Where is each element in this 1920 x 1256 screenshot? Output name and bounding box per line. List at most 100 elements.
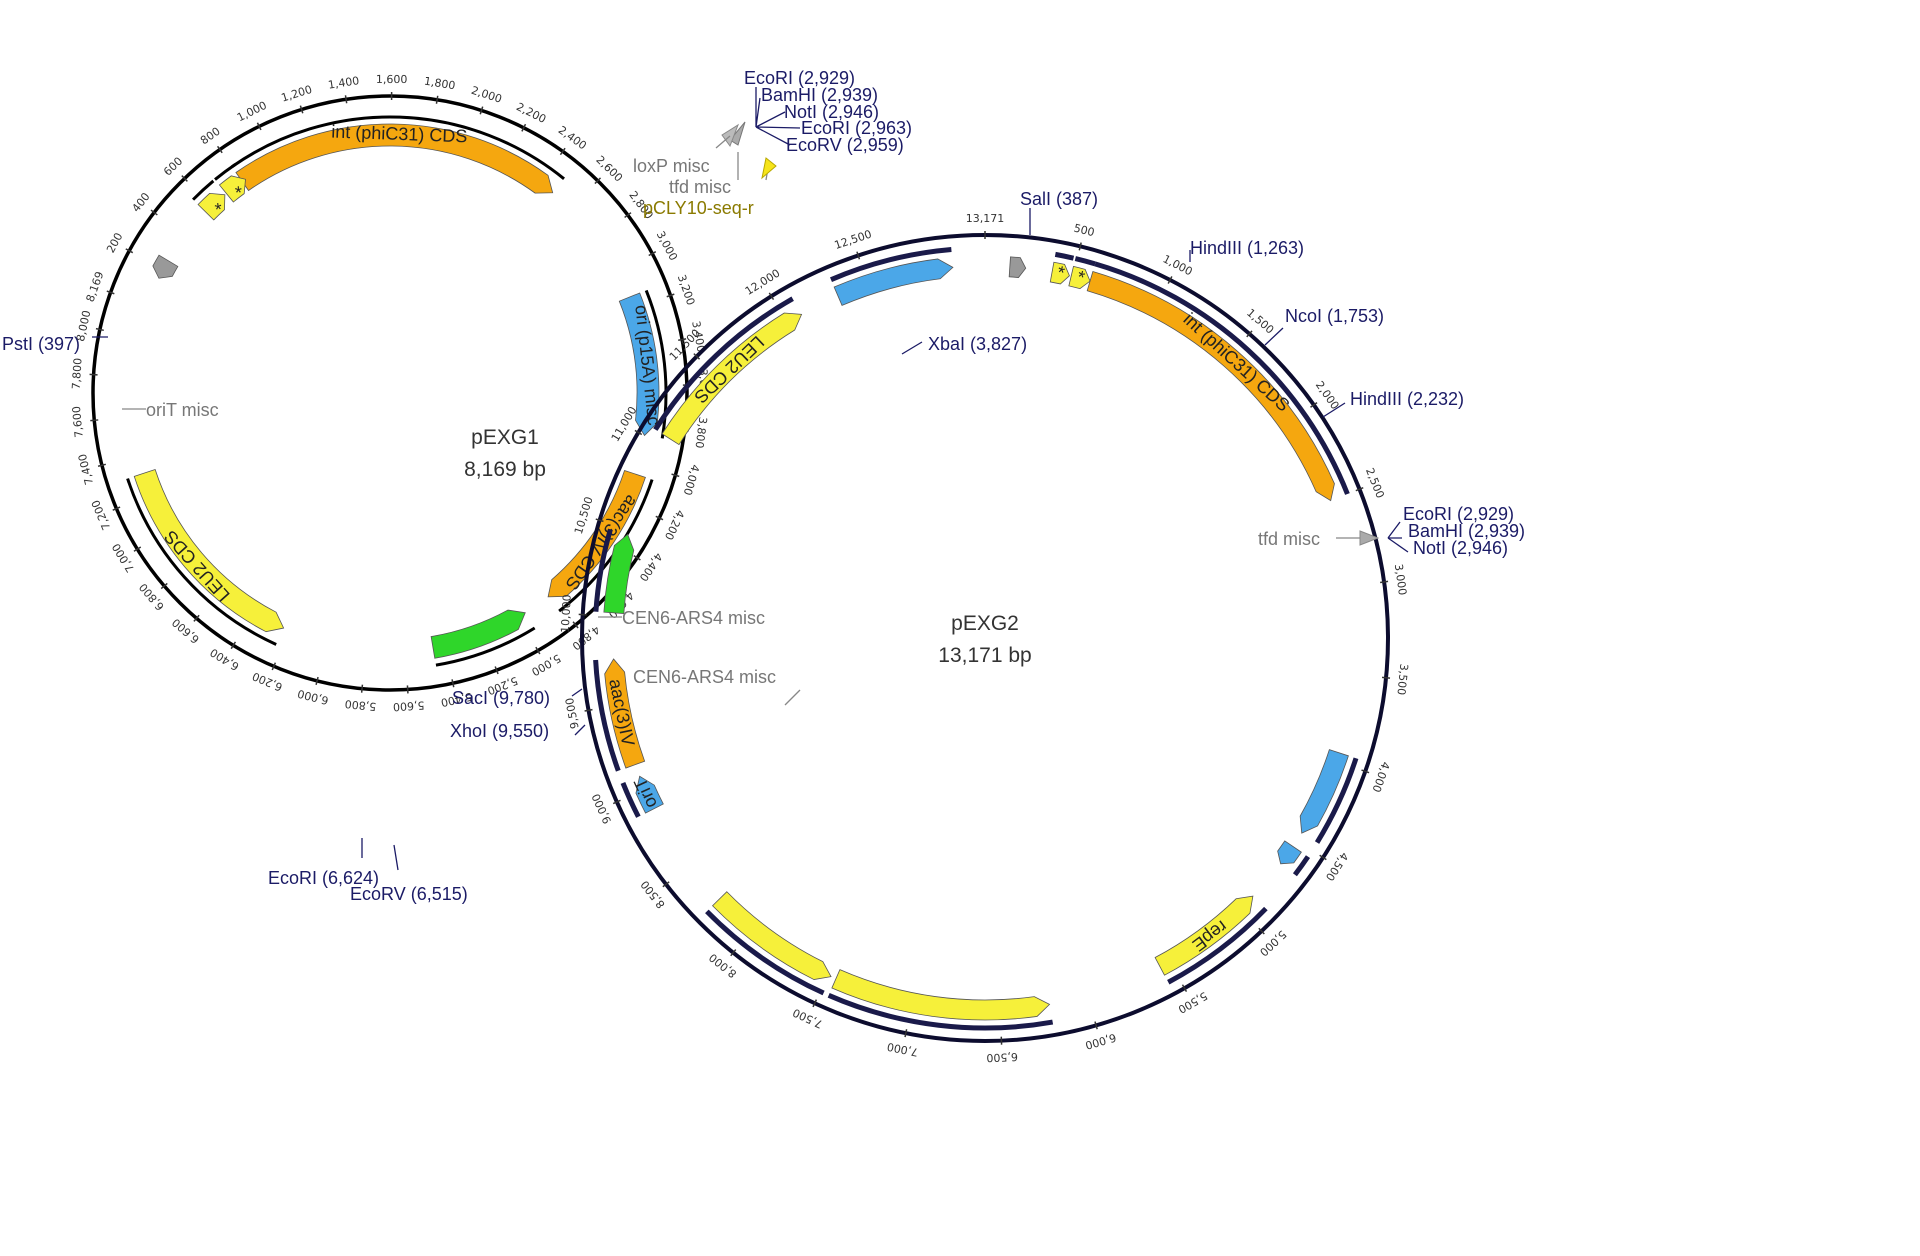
ruler-tick xyxy=(624,212,632,219)
ruler-tick-label: 6,000 xyxy=(296,687,330,707)
plasmid-map-pexg2: 5001,0001,5002,0002,5003,0003,5004,0004,… xyxy=(450,189,1525,1064)
ruler-tick-label: 500 xyxy=(1072,222,1095,240)
ruler-tick-label: 7,600 xyxy=(70,406,86,439)
ruler-tick xyxy=(95,327,104,332)
feature-track-ori-p15a-misc xyxy=(644,289,668,439)
pexg1-site-bamhi-2939: BamHI (2,939) xyxy=(761,85,878,105)
ruler-tick-label: 1,600 xyxy=(376,73,408,86)
feature-track-leu2-cds xyxy=(126,478,277,646)
pexg2-cen6-ars4-misc-label: CEN6-ARS4 misc xyxy=(622,608,765,628)
feature-leu2-cds xyxy=(133,469,285,633)
feature-track-yellow-cds-a xyxy=(827,993,1054,1031)
ruler-tick-label: 4,000 xyxy=(1370,760,1393,794)
ruler-tick xyxy=(315,676,319,685)
pexg1-site-ecorv-6515: EcoRV (6,515) xyxy=(350,884,468,904)
ruler-tick xyxy=(856,251,861,260)
ruler-tick-label: 4,000 xyxy=(681,463,702,497)
feature-track-small-feature-1 xyxy=(192,179,215,201)
ruler-tick xyxy=(1181,984,1188,993)
pexg2-site-saci-9780: SacI (9,780) xyxy=(452,688,550,708)
ruler-tick xyxy=(572,621,579,629)
ruler-tick-label: 5,500 xyxy=(1176,989,1210,1016)
feature-track-small-feature-2 xyxy=(1074,256,1096,267)
ruler-tick-label: 5,600 xyxy=(393,699,425,714)
ruler-tick-label: 7,400 xyxy=(76,452,96,486)
ruler-tick xyxy=(812,999,818,1008)
ruler-tick xyxy=(693,353,701,360)
ruler-tick xyxy=(160,582,168,590)
ruler-tick xyxy=(662,881,670,888)
ruler-tick xyxy=(634,429,643,436)
ruler-tick xyxy=(1258,927,1265,935)
ruler-tick xyxy=(360,684,364,693)
pexg1-loxp-misc-label: loxP misc xyxy=(633,156,710,176)
pexg2-site-sali-387: SalI (387) xyxy=(1020,189,1098,209)
ruler-tick xyxy=(125,248,134,254)
ruler-tick xyxy=(612,799,621,805)
ruler-tick xyxy=(133,546,142,552)
pexg1-orit-misc-label: oriT misc xyxy=(146,400,219,420)
ruler-tick xyxy=(299,105,304,114)
pexg2-site-hindiii-2232: HindIII (2,232) xyxy=(1350,389,1464,409)
feature-aac-3-iv xyxy=(604,658,646,769)
pexg1-tfd-misc-label: tfd misc xyxy=(669,177,731,197)
feature-leu2-cds xyxy=(661,312,803,446)
pexg1-cen6-leader xyxy=(784,689,801,706)
ruler-tick xyxy=(97,463,106,467)
pexg1-backbone-circle xyxy=(91,94,689,692)
ruler-tick-label: 6,000 xyxy=(1084,1031,1118,1052)
ruler-tick-label: 7,000 xyxy=(110,541,138,575)
ruler-tick xyxy=(678,338,687,342)
feature-track-misc-blue-1 xyxy=(1314,757,1359,844)
ruler-tick-label: 10,000 xyxy=(559,594,574,633)
ruler-tick xyxy=(256,122,262,131)
ruler-tick-label: 600 xyxy=(161,155,185,179)
pexg1-site-ecorv-2959: EcoRV (2,959) xyxy=(786,135,904,155)
feature-ori-p15a-misc xyxy=(833,258,954,306)
pexg1-site-ecori-6624: EcoRI (6,624) xyxy=(268,868,379,888)
feature-track-misc-blue-2 xyxy=(1292,855,1311,877)
feature-small-feature-2 xyxy=(1068,265,1091,290)
loxp-misc-arrow xyxy=(721,121,746,148)
ruler-tick xyxy=(150,209,158,216)
ruler-tick-label: 5,800 xyxy=(344,697,377,713)
ruler-tick-label: 8,169 xyxy=(84,270,107,304)
pcly10-primer-icon xyxy=(761,157,777,180)
ruler-tick-label: 800 xyxy=(198,125,223,148)
pexg1-cen6-ars4-misc-label: CEN6-ARS4 misc xyxy=(633,667,776,687)
ruler-tick xyxy=(344,95,348,104)
feature-int-phic31-cds xyxy=(1086,271,1335,502)
ruler-tick xyxy=(671,473,680,478)
ruler-tick xyxy=(230,641,237,650)
feature-orit xyxy=(635,775,664,814)
pexg2-tfd-misc-label: tfd misc xyxy=(1258,529,1320,549)
ruler-tick-label: 1,400 xyxy=(327,74,360,92)
ruler-tick xyxy=(768,292,775,301)
ruler-tick-label: 9,500 xyxy=(563,697,581,730)
pexg1-site-ecori-2963: EcoRI (2,963) xyxy=(801,118,912,138)
ruler-tick xyxy=(494,666,499,675)
ruler-tick xyxy=(559,147,566,156)
pexg1-site-ecori-2929: EcoRI (2,929) xyxy=(744,68,855,88)
ruler-tick xyxy=(655,515,664,521)
ruler-tick xyxy=(521,123,527,132)
ruler-tick xyxy=(904,1029,908,1038)
feature-misc-blue-1 xyxy=(1299,749,1349,834)
feature-int-phic31-cds xyxy=(235,123,554,194)
feature-small-feature-1 xyxy=(1049,261,1070,285)
feature-track-cen6-ars4-misc xyxy=(435,626,536,667)
ruler-tick-label: 7,800 xyxy=(70,358,85,390)
feature-small-feature-2 xyxy=(218,175,246,203)
ruler-tick-label: 2,500 xyxy=(1363,466,1387,500)
feature-label-small-feature-1: * xyxy=(1056,262,1067,283)
ruler-tick xyxy=(1355,487,1364,492)
feature-cen6-ars4-misc xyxy=(603,533,635,614)
feature-gray-misc xyxy=(1008,256,1027,278)
pexg2-backbone-circle xyxy=(580,233,1390,1043)
ruler-tick xyxy=(90,419,99,422)
ruler-tick-label: 4,400 xyxy=(637,550,665,583)
ruler-tick-label: 7,500 xyxy=(791,1006,825,1031)
ruler-tick xyxy=(730,949,737,957)
ruler-tick xyxy=(1094,1021,1098,1030)
